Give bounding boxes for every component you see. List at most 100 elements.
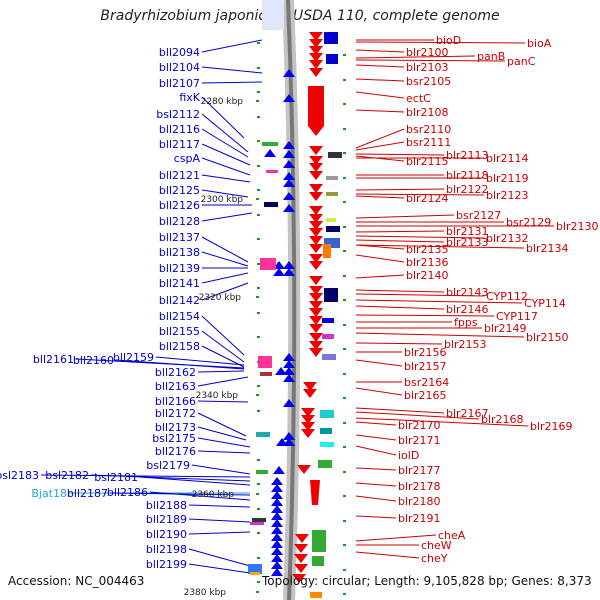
kbp-marker-left xyxy=(257,116,260,118)
right-gene-label: blr2123 xyxy=(486,189,529,202)
left-gene-label: bll2186 xyxy=(107,486,148,499)
kbp-marker-right xyxy=(343,593,346,595)
right-gene-label: blr2130 xyxy=(556,220,599,233)
gene-block xyxy=(324,32,338,44)
right-gene-leader xyxy=(355,235,485,239)
gene-block xyxy=(318,460,332,468)
right-gene-leader xyxy=(355,254,405,263)
right-gene-label: blr2180 xyxy=(398,495,441,508)
left-gene-leader xyxy=(201,157,251,176)
forward-gene-arrow xyxy=(309,293,323,302)
right-gene-label: blr2157 xyxy=(404,360,447,373)
gene-block xyxy=(326,226,340,232)
right-gene-leader xyxy=(355,299,523,304)
right-gene-label: blr2171 xyxy=(398,434,441,447)
left-gene-label: bll2161 xyxy=(33,353,74,366)
forward-gene-arrow xyxy=(309,316,323,325)
reverse-gene-arrow xyxy=(271,505,283,513)
right-gene-leader xyxy=(355,214,455,219)
right-gene-leader xyxy=(355,55,476,59)
right-gene-leader xyxy=(355,41,526,44)
forward-gene-arrow xyxy=(295,534,309,543)
right-gene-label: blr2103 xyxy=(406,61,449,74)
kbp-marker-right xyxy=(343,226,346,228)
left-gene-leader xyxy=(201,81,263,84)
right-gene-leader xyxy=(355,407,445,414)
forward-gene-arrow xyxy=(309,146,323,155)
kbp-marker-right xyxy=(343,299,346,301)
right-gene-leader xyxy=(355,314,495,317)
left-gene-label: bll2094 xyxy=(159,46,200,59)
right-gene-leader xyxy=(355,64,405,68)
forward-gene-arrow xyxy=(309,184,323,193)
gene-block xyxy=(260,372,272,376)
right-gene-label: blr2178 xyxy=(398,480,441,493)
forward-gene-arrow xyxy=(294,564,308,573)
kbp-marker-right xyxy=(343,397,346,399)
right-gene-label: blr2170 xyxy=(398,419,441,432)
forward-gene-arrow xyxy=(301,422,315,431)
kbp-marker-right xyxy=(343,250,346,252)
left-gene-label: bll2121 xyxy=(159,169,200,182)
left-gene-label: bll2116 xyxy=(159,123,200,136)
right-gene-label: blr2143 xyxy=(446,286,489,299)
right-gene-leader xyxy=(355,195,405,199)
left-gene-leader xyxy=(201,66,263,74)
reverse-gene-arrow xyxy=(271,526,283,534)
forward-gene-arrow xyxy=(309,261,323,270)
kbp-marker-left xyxy=(257,189,260,191)
reverse-gene-arrow xyxy=(283,69,295,77)
right-gene-label: bioD xyxy=(436,34,461,47)
right-gene-label: blr2165 xyxy=(404,389,447,402)
reverse-gene-arrow xyxy=(271,484,283,492)
gene-block xyxy=(250,522,264,525)
kbp-marker-right xyxy=(343,348,346,350)
right-gene-label: blr2100 xyxy=(406,46,449,59)
right-gene-label: bsr2105 xyxy=(406,75,451,88)
forward-gene-arrow xyxy=(309,341,323,350)
forward-gene-arrow xyxy=(309,60,323,69)
reverse-gene-arrow xyxy=(283,399,295,407)
forward-gene-arrow xyxy=(309,53,323,62)
kbp-marker-right xyxy=(343,201,346,203)
left-gene-label: bll2162 xyxy=(155,366,196,379)
forward-gene-arrow xyxy=(309,206,323,215)
left-gene-leader xyxy=(201,128,249,158)
gene-block xyxy=(312,530,326,552)
left-gene-label: bsl2182 xyxy=(45,469,89,482)
left-gene-label: bll2163 xyxy=(155,380,196,393)
right-gene-label: blr2168 xyxy=(481,413,524,426)
kbp-marker-right xyxy=(343,177,346,179)
right-gene-leader xyxy=(355,551,420,559)
right-gene-label: blr2119 xyxy=(486,172,529,185)
left-gene-leader xyxy=(191,464,251,475)
right-gene-label: bsr2129 xyxy=(506,216,551,229)
gene-block xyxy=(328,152,342,158)
right-gene-label: bsr2164 xyxy=(404,376,449,389)
forward-gene-block xyxy=(310,480,320,505)
left-gene-label: bsl2181 xyxy=(94,471,138,484)
kbp-marker-right xyxy=(343,79,346,81)
reverse-gene-arrow xyxy=(271,477,283,485)
kbp-marker-right xyxy=(343,103,346,105)
right-gene-leader xyxy=(355,495,397,502)
right-gene-label: blr2146 xyxy=(446,303,489,316)
kbp-marker-right xyxy=(343,422,346,424)
right-gene-label: blr2122 xyxy=(446,183,489,196)
gene-block xyxy=(250,572,260,575)
right-gene-leader xyxy=(355,49,405,53)
right-gene-label: bsr2127 xyxy=(456,209,501,222)
right-gene-leader xyxy=(355,193,485,196)
left-gene-leader xyxy=(201,330,245,363)
kbp-marker-left xyxy=(257,410,260,412)
forward-gene-arrow xyxy=(294,544,308,553)
right-gene-label: cheA xyxy=(438,529,466,542)
left-gene-leader xyxy=(197,426,247,441)
kbp-marker-right xyxy=(343,569,346,571)
reverse-gene-arrow xyxy=(273,268,285,276)
kbp-marker-left xyxy=(257,165,260,167)
reverse-gene-arrow xyxy=(283,268,295,276)
left-gene-leader xyxy=(201,96,245,139)
left-gene-label: bll2125 xyxy=(159,184,200,197)
reverse-gene-arrow xyxy=(283,374,295,382)
